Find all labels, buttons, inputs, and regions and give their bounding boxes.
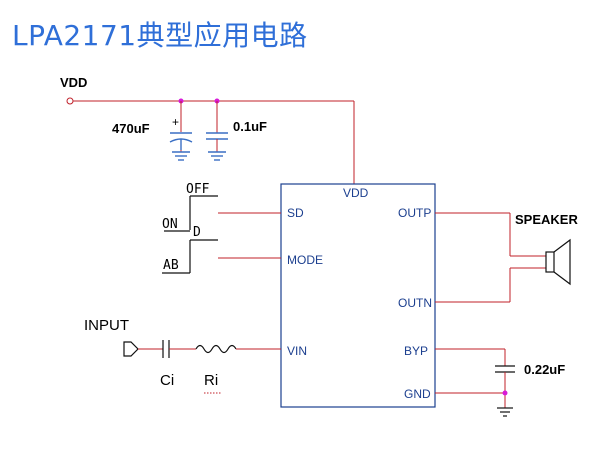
- cap-0-1uf-label: 0.1uF: [233, 119, 267, 134]
- resistor-ri: [195, 344, 237, 354]
- pin-outp-label: OUTP: [398, 206, 431, 220]
- mode-switch: D AB: [162, 225, 281, 274]
- input-label: INPUT: [84, 317, 129, 334]
- diagram-title: LPA2171典型应用电路: [12, 19, 308, 52]
- switch-on-label: ON: [162, 217, 178, 232]
- vdd-terminal: [66, 97, 74, 105]
- pin-sd-label: SD: [287, 206, 304, 220]
- svg-text:+: +: [172, 115, 179, 129]
- speaker-icon: [545, 251, 555, 273]
- cap-byp-label: 0.22uF: [524, 362, 565, 377]
- input-connector: [123, 341, 139, 357]
- pin-mode-label: MODE: [287, 253, 323, 267]
- switch-off-label: OFF: [186, 182, 210, 197]
- pin-outn-label: OUTN: [398, 296, 432, 310]
- speaker-label: SPEAKER: [515, 212, 578, 227]
- pin-vdd-label: VDD: [343, 186, 369, 200]
- cap-470uf-label: 470uF: [112, 121, 150, 136]
- resistor-ri-label: Ri: [204, 372, 218, 389]
- capacitor-470uf: + 470uF: [112, 101, 193, 161]
- byp-network: 0.22uF: [435, 348, 565, 417]
- cap-ci-label: Ci: [160, 372, 174, 389]
- capacitor-0-1uf: 0.1uF: [206, 101, 267, 161]
- pin-gnd-label: GND: [404, 387, 431, 401]
- amplifier-chip: VDD SD MODE VIN OUTP OUTN BYP GND: [280, 183, 436, 408]
- speaker-cone: [553, 238, 571, 286]
- vdd-rail: VDD: [60, 75, 355, 184]
- chip-body: [280, 183, 436, 408]
- pin-byp-label: BYP: [404, 344, 428, 358]
- input-path: INPUT Ci Ri: [84, 317, 281, 394]
- mode-d-label: D: [193, 225, 201, 240]
- junction-dot: [502, 390, 508, 396]
- mode-ab-label: AB: [163, 258, 179, 273]
- speaker-output: SPEAKER: [435, 212, 578, 303]
- pin-vin-label: VIN: [287, 344, 307, 358]
- sd-switch: OFF ON: [162, 182, 281, 232]
- vdd-label: VDD: [60, 75, 87, 90]
